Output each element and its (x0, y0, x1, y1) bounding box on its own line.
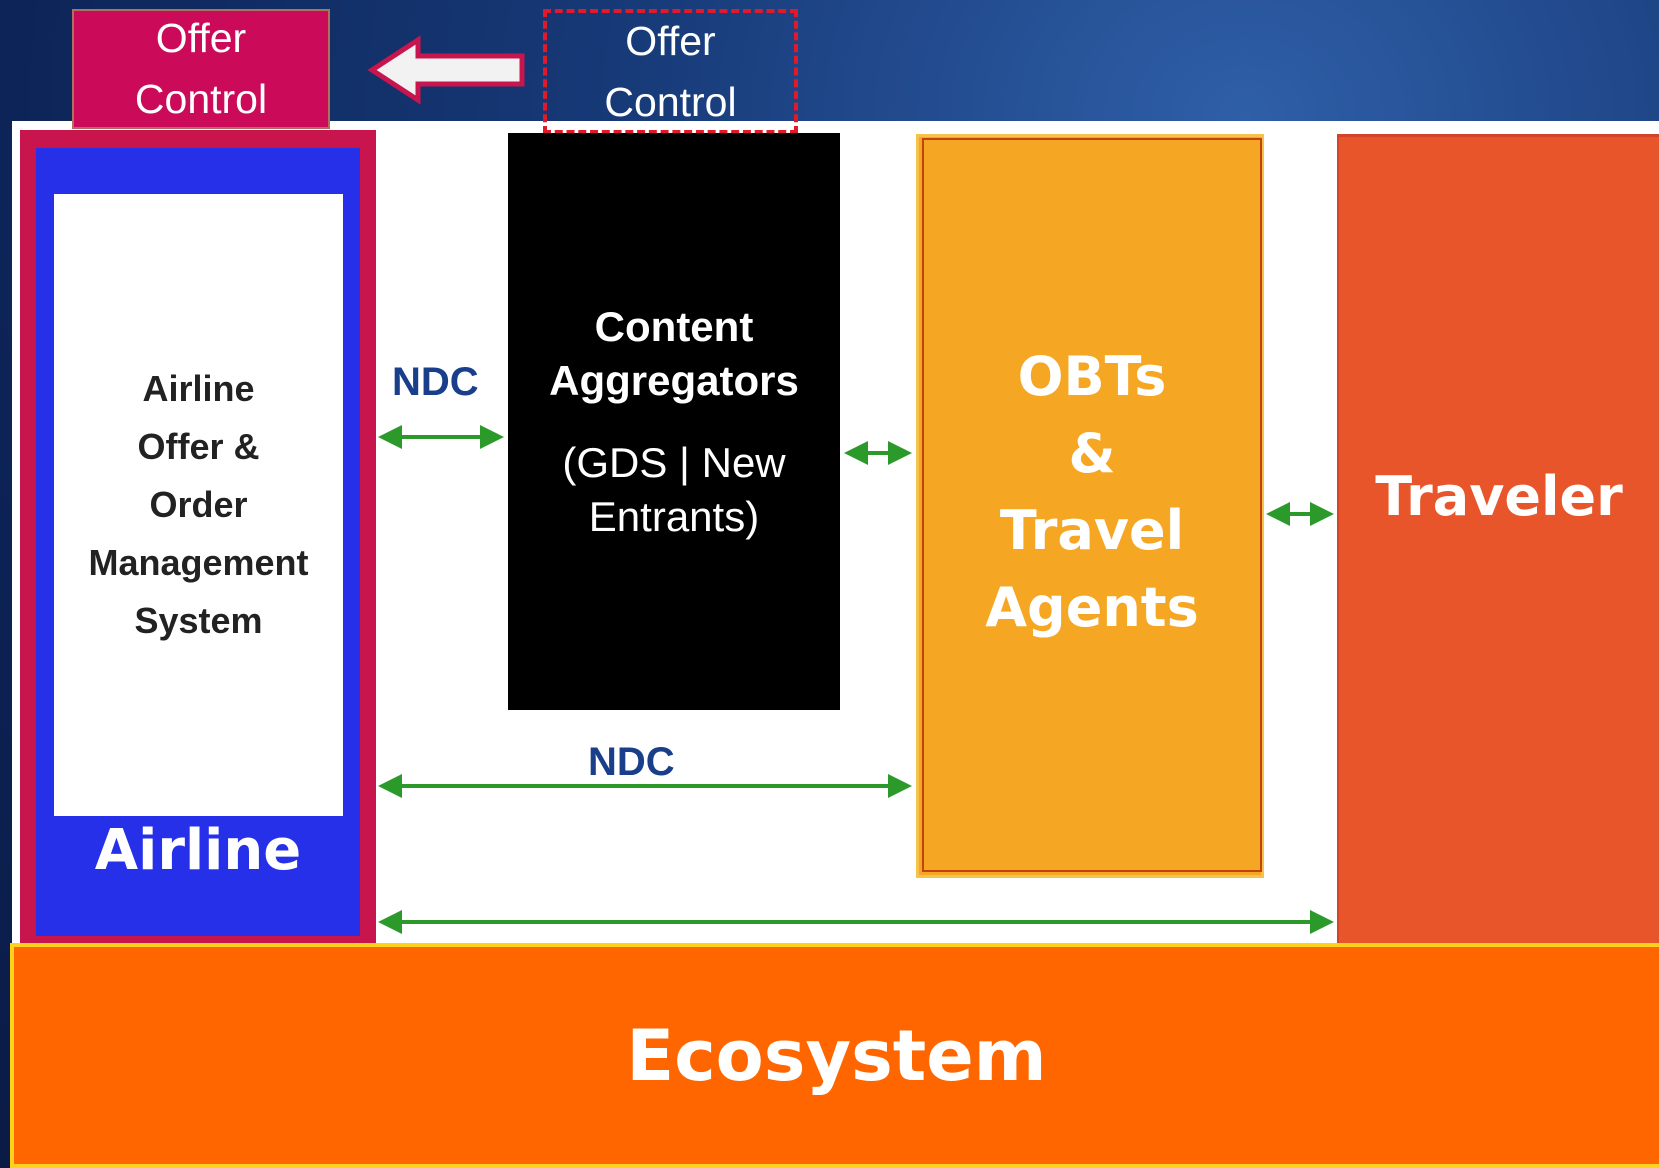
offer-control-dashed-box: Offer Control (543, 9, 798, 134)
aoms-line: Offer & (137, 426, 260, 467)
content-aggregators-box: Content Aggregators (GDS | New Entrants) (508, 133, 840, 710)
left-arrow-icon (367, 35, 525, 105)
aggregators-title: Content Aggregators (549, 300, 799, 408)
offer-control-line2: Control (134, 76, 268, 122)
aggregators-subtitle: (GDS | New Entrants) (562, 436, 785, 544)
aggregators-subtitle-line: Entrants) (588, 492, 760, 540)
aoms-line: Airline (142, 368, 255, 409)
offer-control-dashed-line2: Control (604, 78, 737, 125)
obts-line: Travel (999, 499, 1185, 562)
traveler-box: Traveler (1337, 134, 1659, 946)
ndc-label-mid: NDC (588, 740, 675, 784)
ecosystem-box: Ecosystem (10, 943, 1659, 1168)
obts-line: & (1068, 422, 1116, 485)
offer-control-box: Offer Control (72, 9, 330, 129)
offer-control-dashed-line1: Offer (625, 17, 716, 64)
obts-line: OBTs (1017, 345, 1167, 408)
obts-travel-agents-box: OBTs & Travel Agents (922, 138, 1262, 872)
aoms-line: System (134, 600, 263, 641)
offer-order-management-system-box: Airline Offer & Order Management System (54, 194, 343, 816)
airline-label: Airline (94, 817, 302, 883)
obts-block (916, 134, 1264, 878)
aggregators-title-line: Aggregators (549, 356, 799, 404)
offer-control-line1: Offer (155, 15, 247, 61)
ndc-label-top: NDC (392, 360, 479, 404)
aggregators-subtitle-line: (GDS | New (562, 438, 786, 486)
ecosystem-label: Ecosystem (626, 1014, 1047, 1097)
traveler-label: Traveler (1375, 465, 1623, 528)
aggregators-title-line: Content (594, 302, 754, 350)
obts-line: Agents (985, 576, 1199, 639)
aoms-line: Order (149, 484, 248, 525)
aoms-line: Management (88, 542, 309, 583)
